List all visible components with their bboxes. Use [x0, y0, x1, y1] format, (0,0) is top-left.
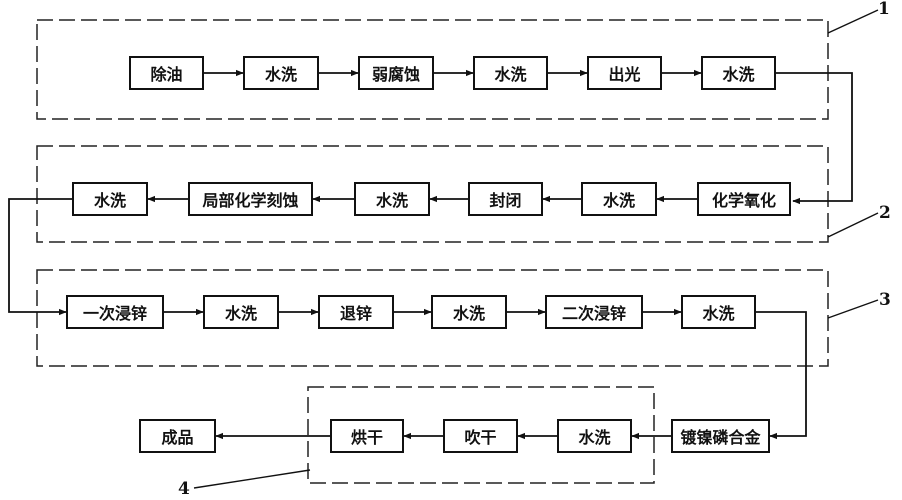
- step-strip-zinc: 退锌: [318, 295, 394, 329]
- stage-2-number: 2: [879, 203, 891, 223]
- arrow-row3-to-plating: [756, 311, 807, 440]
- step-rinse: 水洗: [473, 56, 548, 90]
- step-local-chemical-etch: 局部化学刻蚀: [188, 182, 313, 216]
- step-bake: 烘干: [330, 419, 404, 453]
- stage-4-number: 4: [178, 479, 190, 499]
- step-electroless-ni-p-plating: 镀镍磷合金: [671, 419, 770, 453]
- step-first-zincate: 一次浸锌: [66, 295, 164, 329]
- stage-2-frame: [36, 145, 829, 243]
- step-rinse: 水洗: [557, 419, 632, 453]
- arrow-row2-to-row3: [8, 198, 72, 316]
- step-rinse: 水洗: [72, 182, 148, 216]
- stage-1-number: 1: [878, 0, 890, 19]
- step-seal: 封闭: [468, 182, 543, 216]
- stage-3-number: 3: [879, 290, 891, 310]
- step-rinse: 水洗: [681, 295, 756, 329]
- stage-2-leader: [827, 212, 879, 238]
- step-rinse: 水洗: [581, 182, 657, 216]
- stage-1-frame: [36, 19, 829, 120]
- arrow-row1-to-row2: [776, 72, 853, 205]
- step-second-zincate: 二次浸锌: [545, 295, 643, 329]
- step-brighten: 出光: [587, 56, 662, 90]
- step-degrease: 除油: [129, 56, 204, 90]
- stage-3-leader: [827, 299, 879, 319]
- stage-1-leader: [827, 9, 879, 34]
- step-rinse: 水洗: [431, 295, 507, 329]
- stage-4-frame: [307, 386, 655, 484]
- step-rinse: 水洗: [354, 182, 430, 216]
- step-finished-product: 成品: [139, 419, 216, 453]
- step-rinse: 水洗: [243, 56, 319, 90]
- step-blow-dry: 吹干: [443, 419, 518, 453]
- step-rinse: 水洗: [701, 56, 776, 90]
- stage-4-leader: [193, 469, 311, 489]
- step-weak-etch: 弱腐蚀: [358, 56, 434, 90]
- step-chemical-oxidation: 化学氧化: [697, 182, 791, 216]
- step-rinse: 水洗: [203, 295, 279, 329]
